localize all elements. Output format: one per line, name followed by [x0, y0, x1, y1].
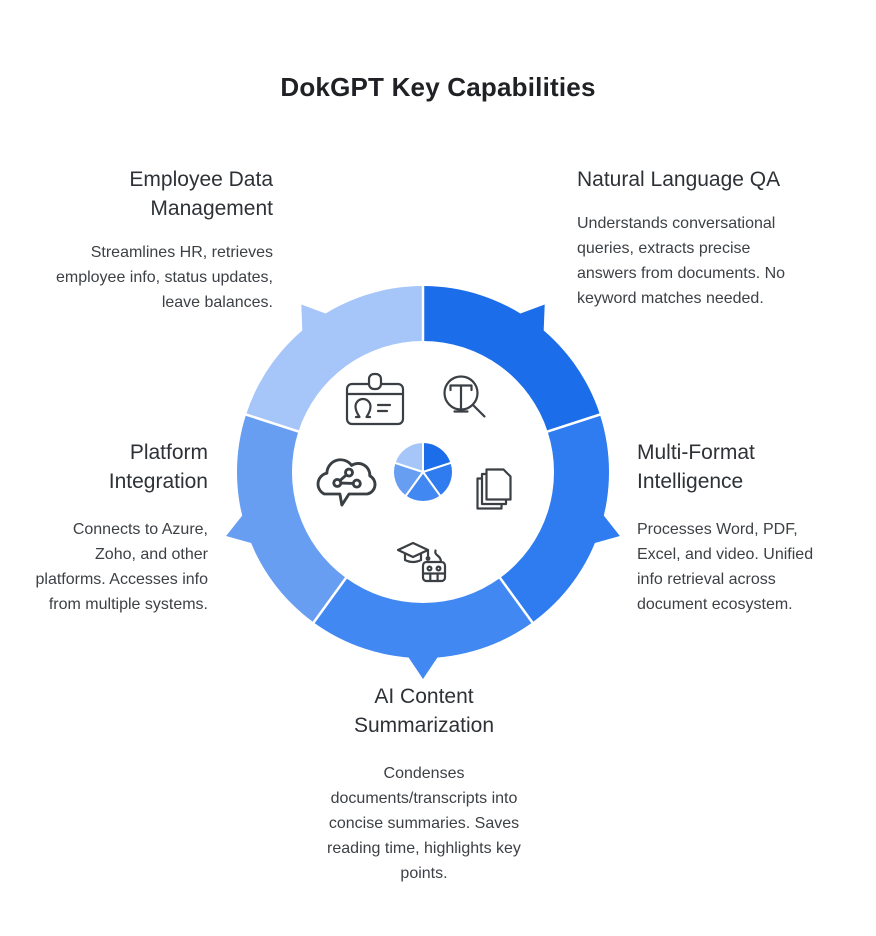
text-search-icon — [443, 375, 486, 418]
capability-card-ai-content-summarization: AI Content Summarization Condenses docum… — [314, 682, 534, 886]
capability-body: Streamlines HR, retrieves employee info,… — [55, 244, 273, 311]
center-pie-chart — [392, 441, 454, 503]
wheel-ring — [226, 281, 620, 679]
capability-body: Condenses documents/transcripts into con… — [327, 765, 521, 882]
id-badge-icon — [345, 372, 405, 426]
capability-heading: Multi-Format Intelligence — [637, 441, 755, 493]
capability-heading: Natural Language QA — [577, 168, 781, 191]
page-title: DokGPT Key Capabilities — [280, 72, 596, 102]
segment-divider — [309, 573, 350, 628]
capability-body: Connects to Azure, Zoho, and other platf… — [35, 521, 208, 613]
wheel-segment-ai-content-summarization — [313, 578, 533, 659]
capability-card-platform-integration: Platform Integration Connects to Azure, … — [33, 438, 208, 617]
segment-divider — [240, 411, 304, 435]
capability-heading: Platform Integration — [108, 441, 208, 493]
segment-divider — [496, 573, 537, 628]
wheel-segment-multi-format-intelligence — [500, 414, 610, 623]
capability-wheel-diagram — [226, 281, 620, 679]
cloud-share-icon — [316, 458, 377, 507]
document-stack-icon — [476, 468, 512, 510]
capability-heading: Employee Data Management — [129, 168, 273, 220]
capability-heading: AI Content Summarization — [353, 685, 495, 737]
capability-body: Understands conversational queries, extr… — [577, 215, 786, 307]
capability-card-multi-format-intelligence: Multi-Format Intelligence Processes Word… — [637, 438, 842, 617]
pie-slice-employee-data-management — [393, 441, 424, 473]
wheel-segment-employee-data-management — [246, 285, 423, 432]
segment-divider — [542, 411, 606, 435]
wheel-segment-platform-integration — [236, 414, 346, 623]
robot-graduate-icon — [396, 541, 447, 583]
capability-body: Processes Word, PDF, Excel, and video. U… — [637, 521, 814, 613]
capability-card-employee-data: Employee Data Management Streamlines HR,… — [38, 165, 273, 315]
wheel-segment-natural-language-qa — [423, 286, 600, 432]
capability-card-natural-language-qa: Natural Language QA Understands conversa… — [577, 165, 789, 311]
